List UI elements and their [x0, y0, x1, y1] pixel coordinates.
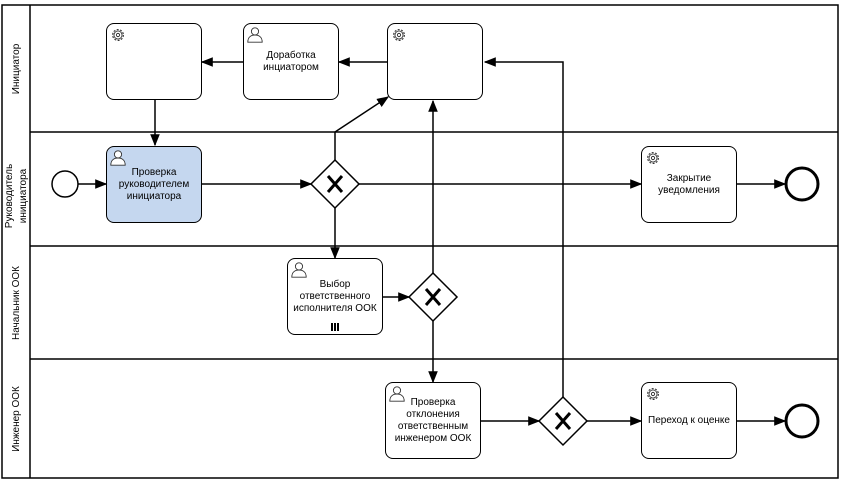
service-task-right[interactable]: [387, 23, 483, 100]
lane-label-ook-engineer: Инженер ООК: [11, 386, 22, 452]
pool-border: [1, 4, 839, 479]
start-event[interactable]: [51, 170, 79, 198]
flow-gateway-to-service-right: [334, 96, 390, 160]
gear-icon: [393, 29, 405, 41]
gear-icon: [647, 152, 659, 164]
exclusive-gateway[interactable]: [407, 271, 459, 323]
user-icon: [247, 27, 263, 43]
service-task-close-notice[interactable]: Закрытие уведомления: [641, 146, 737, 223]
user-task-choose-executor[interactable]: Выбор ответственного исполнителя ООК: [287, 258, 383, 335]
user-icon: [291, 262, 307, 278]
user-task-manager-check[interactable]: Проверка руководителем инициатора: [106, 146, 202, 223]
task-label: Выбор ответственного исполнителя ООК: [293, 278, 377, 314]
task-label: Переход к оценке: [648, 414, 730, 426]
exclusive-gateway[interactable]: [309, 158, 361, 210]
multi-instance-marker-icon: [331, 323, 339, 331]
user-icon: [389, 386, 405, 402]
user-icon: [110, 150, 126, 166]
lane-label-manager: Руководитель инициатора: [4, 163, 29, 229]
task-label: Проверка отклонения ответственным инжене…: [394, 396, 472, 444]
flow-gateway-to-service-right-return: [483, 57, 564, 397]
lane-label-initiator: Инициатор: [11, 43, 22, 95]
gear-icon: [112, 29, 124, 41]
task-label: Закрытие уведомления: [658, 172, 720, 196]
lane-label-ook-head: Начальник ООК: [11, 265, 22, 341]
gear-icon: [647, 388, 659, 400]
end-event[interactable]: [784, 403, 820, 439]
exclusive-gateway[interactable]: [537, 395, 589, 447]
service-task-to-evaluation[interactable]: Переход к оценке: [641, 382, 737, 459]
task-label: Доработка инциатором: [263, 49, 319, 73]
user-task-engineer-check[interactable]: Проверка отклонения ответственным инжене…: [385, 382, 481, 459]
task-label: Проверка руководителем инициатора: [118, 166, 190, 202]
user-task-rework[interactable]: Доработка инциатором: [243, 23, 339, 100]
end-event[interactable]: [784, 166, 820, 202]
service-task-left[interactable]: [106, 23, 202, 100]
